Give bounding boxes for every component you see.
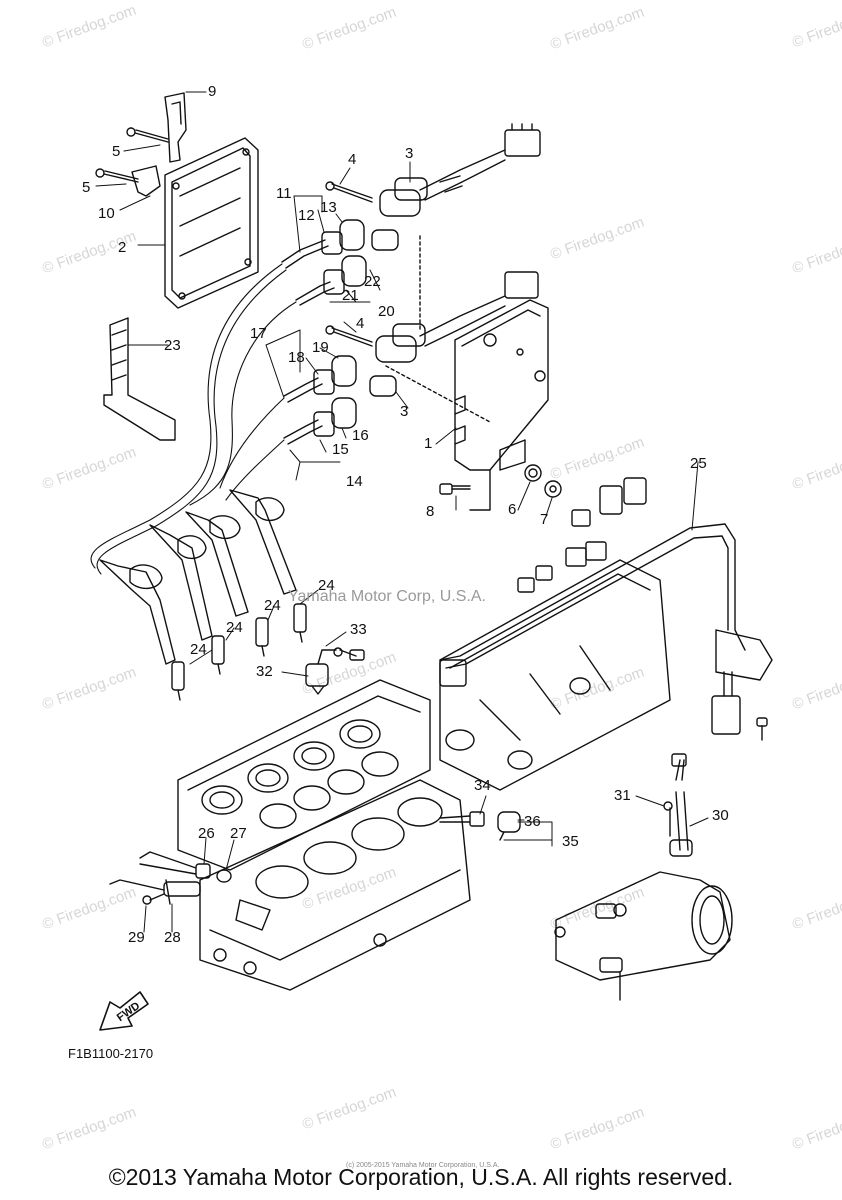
callout-36: 36 xyxy=(524,813,541,830)
ignition-coil-upper xyxy=(371,123,541,251)
plug-cap-boot xyxy=(99,489,297,665)
callout-15: 15 xyxy=(332,441,349,458)
callout-5: 5 xyxy=(82,179,91,196)
callout-7: 7 xyxy=(540,511,549,528)
callout-18: 18 xyxy=(288,349,305,366)
callout-1: 1 xyxy=(424,435,433,452)
callout-8: 8 xyxy=(426,503,435,520)
throttle-body xyxy=(554,871,733,1001)
footer-small-text: (c) 2005-2015 Yamaha Motor Corporation, … xyxy=(346,1162,500,1169)
callout-34: 34 xyxy=(474,777,491,794)
ignition-wire xyxy=(90,263,297,575)
leader-lines xyxy=(95,91,709,933)
callout-13: 13 xyxy=(320,199,337,216)
callout-24: 24 xyxy=(318,577,335,594)
callout-4: 4 xyxy=(356,315,365,332)
spark-plug-cap-set-upper xyxy=(281,219,367,306)
sensor-part-34 xyxy=(439,811,485,827)
sensor-part-26 xyxy=(139,851,211,879)
callout-25: 25 xyxy=(690,455,707,472)
connector-part-33 xyxy=(317,647,365,665)
callout-10: 10 xyxy=(98,205,115,222)
callout-14: 14 xyxy=(346,473,363,490)
callout-22: 22 xyxy=(364,273,381,290)
sensor-part-32 xyxy=(305,663,329,695)
copyright-footer: ©2013 Yamaha Motor Corporation, U.S.A. A… xyxy=(108,1164,734,1190)
callout-28: 28 xyxy=(164,929,181,946)
sensor-part-36 xyxy=(497,811,521,841)
callout-3: 3 xyxy=(405,145,414,162)
screw-part-4 xyxy=(325,181,373,203)
diagram-code: F1B1100-2170 xyxy=(68,1046,154,1061)
grommet-part-6 xyxy=(524,464,542,482)
screw-part-5 xyxy=(95,127,169,183)
callout-19: 19 xyxy=(312,339,329,356)
ecu-part-1 xyxy=(385,235,549,471)
callout-26: 26 xyxy=(198,825,215,842)
cover-plate-part-2 xyxy=(164,137,259,309)
bracket-part-9 xyxy=(164,92,187,163)
collar-part-7 xyxy=(544,480,562,498)
callout-27: 27 xyxy=(230,825,247,842)
callout-11: 11 xyxy=(276,185,292,202)
callout-24: 24 xyxy=(226,619,243,636)
sensor-part-30 xyxy=(669,753,693,857)
callout-31: 31 xyxy=(614,787,631,804)
bracket-part-10 xyxy=(131,165,161,197)
gasket-part-27 xyxy=(216,869,232,883)
bolt-part-8 xyxy=(439,469,491,511)
callout-23: 23 xyxy=(164,337,181,354)
center-watermark: Yamaha Motor Corp, U.S.A. xyxy=(288,588,486,605)
callout-3: 3 xyxy=(400,403,409,420)
bolt-part-29 xyxy=(142,893,165,905)
callout-9: 9 xyxy=(208,83,217,100)
callout-32: 32 xyxy=(256,663,273,680)
screw-part-31 xyxy=(663,801,673,837)
callout-16: 16 xyxy=(352,427,369,444)
callout-29: 29 xyxy=(128,929,145,946)
callout-12: 12 xyxy=(298,207,315,224)
cylinder-head xyxy=(177,679,431,871)
callout-33: 33 xyxy=(350,621,367,638)
ignition-coil-lower xyxy=(325,271,539,397)
bracket-part-23 xyxy=(103,317,176,441)
callout-5: 5 xyxy=(112,143,121,160)
callout-24: 24 xyxy=(264,597,281,614)
callout-4: 4 xyxy=(348,151,357,168)
callout-30: 30 xyxy=(712,807,729,824)
fwd-arrow-icon xyxy=(99,991,149,1031)
sensor-part-28 xyxy=(109,879,201,905)
wire-harness-part-25 xyxy=(439,477,773,741)
cylinder-block xyxy=(199,779,471,991)
callout-17: 17 xyxy=(250,325,267,342)
callout-6: 6 xyxy=(508,501,517,518)
callout-35: 35 xyxy=(562,833,579,850)
callout-20: 20 xyxy=(378,303,395,320)
intake-manifold xyxy=(439,559,671,791)
spark-plug-cap-set-lower xyxy=(283,355,357,445)
callout-2: 2 xyxy=(118,239,127,256)
callout-21: 21 xyxy=(342,287,359,304)
parts-diagram xyxy=(90,91,773,1031)
callout-24: 24 xyxy=(190,641,207,658)
